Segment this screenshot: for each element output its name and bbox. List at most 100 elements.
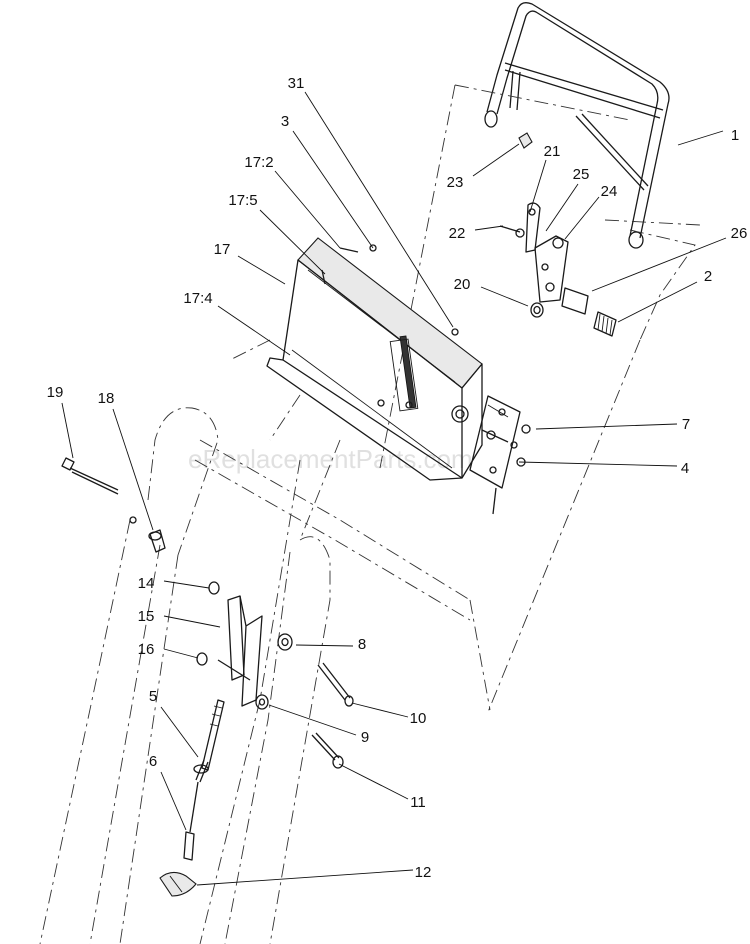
callout-leader-line <box>472 143 520 177</box>
callout-number: 9 <box>361 729 369 746</box>
callout-12: 12 <box>196 864 432 886</box>
callout-leader-line <box>295 644 354 647</box>
callout-number: 26 <box>731 225 748 242</box>
callout-leader-line <box>529 159 547 213</box>
callout-5: 5 <box>149 688 199 758</box>
watermark: eReplacementParts.com <box>188 444 473 474</box>
callout-number: 25 <box>573 166 590 183</box>
callout-leader-line <box>351 702 409 718</box>
callout-leader-line <box>237 255 286 285</box>
callout-leader-line <box>274 170 341 249</box>
callout-layer: 1 31 3 21 23 17:2 25 24 17:5 26 22 17 20 2 17:4 19 18 7 4 1… <box>47 75 748 886</box>
callout-9: 9 <box>268 704 369 746</box>
callout-leader-line <box>160 771 187 831</box>
callout-leader-line <box>259 209 326 275</box>
callout-19: 19 <box>47 384 74 459</box>
callout-leader-line <box>304 91 454 328</box>
control-housing <box>266 237 483 481</box>
callout-number: 31 <box>288 75 305 92</box>
callout-leader-line <box>112 408 154 531</box>
callout-number: 19 <box>47 384 64 401</box>
callout-leader-line <box>61 402 74 459</box>
callout-number: 17 <box>214 241 231 258</box>
callout-number: 15 <box>138 608 155 625</box>
callout-leader-line <box>268 704 357 736</box>
upper-handle <box>484 2 670 249</box>
callout-4: 4 <box>518 460 689 477</box>
callout-number: 16 <box>138 641 155 658</box>
callout-3: 3 <box>281 113 374 249</box>
callout-leader-line <box>163 648 199 659</box>
callout-17: 17 <box>214 241 286 285</box>
callout-number: 7 <box>682 416 690 433</box>
callout-number: 17:4 <box>183 290 212 307</box>
callout-10: 10 <box>351 702 427 727</box>
callout-number: 6 <box>149 753 157 770</box>
callout-15: 15 <box>138 608 221 628</box>
callout-24: 24 <box>564 183 618 240</box>
callout-25: 25 <box>545 166 590 232</box>
callout-leader-line <box>677 130 724 146</box>
control-plate <box>469 395 531 515</box>
callout-number: 12 <box>415 864 432 881</box>
callout-31: 31 <box>288 75 454 328</box>
callout-leader-line <box>535 423 678 430</box>
callout-21: 21 <box>529 143 561 213</box>
callout-number: 5 <box>149 688 157 705</box>
callout-number: 17:2 <box>244 154 273 171</box>
latch-assembly <box>499 132 617 337</box>
callout-leader-line <box>217 305 291 356</box>
callout-leader-line <box>518 461 678 467</box>
callout-number: 23 <box>447 174 464 191</box>
callout-number: 11 <box>410 794 426 811</box>
callout-11: 11 <box>338 763 426 811</box>
callout-22: 22 <box>449 225 504 242</box>
callout-20: 20 <box>454 276 529 307</box>
lower-handle <box>39 407 491 944</box>
callout-leader-line <box>474 225 504 231</box>
callout-17-4: 17:4 <box>183 290 291 356</box>
callout-leader-line <box>545 183 579 232</box>
callout-number: 10 <box>410 710 427 727</box>
callout-23: 23 <box>447 143 520 191</box>
callout-leader-line <box>292 130 374 249</box>
callout-6: 6 <box>149 753 187 831</box>
callout-leader-line <box>564 196 600 240</box>
callout-number: 22 <box>449 225 466 242</box>
callout-leader-line <box>338 763 409 800</box>
callout-number: 8 <box>358 636 366 653</box>
callout-number: 1 <box>731 127 739 144</box>
bracket-assembly <box>196 581 263 707</box>
callout-18: 18 <box>98 390 154 531</box>
callout-number: 3 <box>281 113 289 130</box>
callout-number: 21 <box>544 143 561 160</box>
callout-leader-line <box>160 706 199 758</box>
callout-number: 2 <box>704 268 712 285</box>
bolt-and-spacer <box>61 457 166 553</box>
callout-number: 20 <box>454 276 471 293</box>
callout-26: 26 <box>591 225 748 292</box>
callout-number: 4 <box>681 460 689 477</box>
callout-number: 24 <box>601 183 618 200</box>
callout-leader-line <box>163 615 221 628</box>
callout-leader-line <box>591 237 727 292</box>
callout-17-5: 17:5 <box>228 192 326 275</box>
callout-number: 18 <box>98 390 115 407</box>
callout-leader-line <box>196 869 414 886</box>
callout-leader-line <box>480 286 529 307</box>
control-cable <box>183 699 225 861</box>
callout-8: 8 <box>295 636 366 653</box>
construction-lines-upper <box>229 84 701 713</box>
callout-2: 2 <box>617 268 712 323</box>
callout-number: 14 <box>138 575 155 592</box>
knob <box>159 871 197 897</box>
callout-1: 1 <box>677 127 739 146</box>
callout-number: 17:5 <box>228 192 257 209</box>
fasteners <box>255 633 354 769</box>
callout-14: 14 <box>138 575 210 592</box>
callout-16: 16 <box>138 641 199 659</box>
callout-7: 7 <box>535 416 690 433</box>
callout-leader-line <box>617 281 698 323</box>
